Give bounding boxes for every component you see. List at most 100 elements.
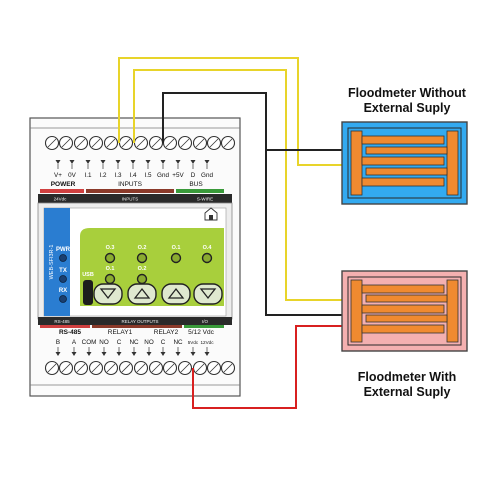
caption-top-line1: Floodmeter Without: [348, 86, 466, 100]
output-led-label: O.1: [106, 266, 115, 272]
screw-slot: [106, 363, 116, 373]
screw-slot: [91, 138, 101, 148]
caption-top-line2: External Suply: [363, 101, 451, 115]
top-terminal-label: I.4: [129, 172, 136, 179]
arrow-down-icon: [199, 288, 217, 300]
screw-slot: [61, 138, 71, 148]
caption-floodmeter-without: Floodmeter Without External Suply: [322, 86, 492, 116]
pwr-led: [59, 254, 67, 262]
screw-slot: [209, 363, 219, 373]
screw-slot: [47, 363, 57, 373]
screw-slot: [121, 363, 131, 373]
electrode-left: [350, 130, 363, 196]
terminal-arrow-icon: [85, 160, 91, 164]
bottom-terminal-label: C: [117, 339, 122, 346]
output-led: [104, 273, 116, 285]
terminal-arrow-icon: [101, 352, 107, 356]
screw-slot: [223, 138, 233, 148]
screw-slot: [180, 363, 190, 373]
strip-label-io: I/O: [202, 319, 209, 324]
terminal-arrow-icon: [131, 352, 137, 356]
terminal-arrow-icon: [116, 352, 122, 356]
strip-label-swire: S-WIRE: [197, 197, 213, 202]
screw-slot: [91, 363, 101, 373]
floodmeter-without-supply-sensor: [341, 121, 468, 205]
group-label-relay1: RELAY1: [108, 329, 133, 336]
screw-slot: [195, 363, 205, 373]
group-label-power: POWER: [51, 181, 76, 188]
screw-slot: [223, 363, 233, 373]
terminal-arrow-icon: [175, 352, 181, 356]
terminal-arrow-icon: [130, 160, 136, 164]
bottom-terminal-label: NO: [99, 339, 109, 346]
group-label-rs485: RS-485: [59, 329, 81, 336]
arrow-up-icon: [133, 287, 151, 299]
screw-slot: [195, 138, 205, 148]
bottom-terminal-block: [44, 360, 236, 376]
front-button[interactable]: [193, 283, 223, 305]
terminal-arrow-icon: [204, 352, 210, 356]
top-terminal-label: 0V: [68, 172, 77, 179]
output-led-label: O.1: [172, 245, 181, 251]
terminal-arrow-icon: [55, 352, 61, 356]
terminal-arrow-icon: [100, 160, 106, 164]
top-terminal-label: I.3: [114, 172, 121, 179]
terminal-arrow-icon: [145, 160, 151, 164]
wires: [118, 57, 342, 409]
top-terminal-label: I.5: [144, 172, 151, 179]
caption-floodmeter-with: Floodmeter With External Suply: [322, 370, 492, 400]
bottom-terminal-label: NO: [144, 339, 154, 346]
screw-slot: [106, 138, 116, 148]
yellow-wire-b: [133, 69, 342, 301]
screw-slot: [165, 138, 175, 148]
screw-slot: [151, 363, 161, 373]
strip-label-relays: RELAY OUTPUTS: [121, 319, 158, 324]
bottom-terminal-label: NC: [129, 339, 139, 346]
bottom-terminal-label: A: [72, 339, 77, 346]
front-button[interactable]: [161, 283, 191, 305]
screw-slot: [76, 138, 86, 148]
screw-slot: [47, 138, 57, 148]
top-terminal-label: D: [191, 172, 196, 179]
screw-slot: [136, 363, 146, 373]
screw-slot: [76, 363, 86, 373]
red-wire: [192, 325, 342, 409]
output-led-label: O.3: [106, 245, 115, 251]
top-terminal-label: I.1: [84, 172, 91, 179]
electrode-left-2: [350, 279, 363, 343]
screw-slot: [61, 363, 71, 373]
output-led: [170, 252, 182, 264]
screw-slot: [151, 138, 161, 148]
group-label-relay2: RELAY2: [154, 329, 179, 336]
front-button[interactable]: [93, 283, 123, 305]
group-label-bus: BUS: [189, 181, 203, 188]
electrode-right-2: [446, 279, 459, 343]
terminal-arrow-icon: [146, 352, 152, 356]
terminal-arrow-icon: [190, 160, 196, 164]
group-label-vdc: 5/12 Vdc: [188, 329, 214, 336]
terminal-arrow-icon: [160, 352, 166, 356]
usb-port: [83, 280, 93, 305]
tx-led: [59, 275, 67, 283]
house-logo-icon: [204, 207, 218, 221]
screw-slot: [180, 138, 190, 148]
output-led-label: O.4: [203, 245, 213, 251]
terminal-arrow-icon: [160, 160, 166, 164]
arrow-down-icon: [99, 288, 117, 300]
terminal-arrow-icon: [71, 352, 77, 356]
terminal-arrow-icon: [190, 352, 196, 356]
usb-label: USB: [82, 272, 94, 278]
top-terminal-label: +5V: [172, 172, 184, 179]
top-terminal-label: Gnd: [201, 172, 213, 179]
terminal-arrow-icon: [204, 160, 210, 164]
screw-slot: [165, 363, 175, 373]
front-button[interactable]: [127, 283, 157, 305]
yellow-wire-a: [118, 57, 342, 166]
black-wire-bottom: [265, 150, 342, 316]
led-label-rx: RX: [59, 288, 67, 294]
output-led: [136, 252, 148, 264]
strip-label-inputs: INPUTS: [122, 197, 139, 202]
